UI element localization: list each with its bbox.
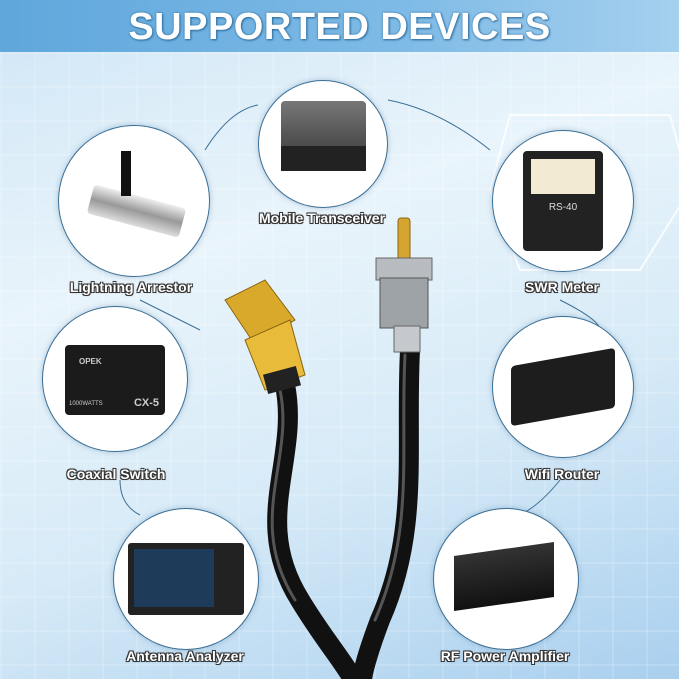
connector-line: [387, 99, 491, 151]
switch-power-marking: 1000WATTS: [69, 401, 103, 407]
label-antenna-analyzer: Antenna Analyzer: [126, 648, 244, 664]
page-title: SUPPORTED DEVICES: [128, 6, 551, 48]
connector-line: [204, 104, 259, 151]
device-image-coaxial-switch: OPEK 1000WATTS CX-5: [42, 306, 188, 452]
device-image-wifi-router: [492, 316, 634, 458]
switch-brand-marking: OPEK: [79, 357, 102, 366]
switch-model-marking: CX-5: [133, 397, 159, 409]
connector-line: [119, 479, 141, 516]
label-wifi-router: Wifi Router: [524, 466, 600, 482]
device-image-mobile-transceiver: [258, 80, 388, 208]
label-rf-power-amplifier: RF Power Amplifier: [440, 648, 570, 664]
coax-cable: [267, 340, 420, 679]
label-lightning-arrestor: Lightning Arrestor: [69, 279, 193, 295]
device-image-lightning-arrestor: [58, 125, 210, 277]
device-image-antenna-analyzer: [113, 508, 259, 650]
uhf-pl259-connector: [375, 217, 433, 353]
sma-connector: [224, 279, 306, 395]
hexagon-decoration: [488, 114, 679, 271]
device-image-swr-meter: RS-40: [492, 130, 634, 272]
label-mobile-transceiver: Mobile Transceiver: [258, 210, 386, 226]
swr-model-marking: RS-40: [548, 202, 578, 213]
label-swr-meter: SWR Meter: [525, 279, 599, 295]
label-coaxial-switch: Coaxial Switch: [66, 466, 166, 482]
connector-line: [139, 299, 201, 331]
device-image-rf-power-amplifier: [433, 508, 579, 650]
title-banner: [0, 0, 679, 52]
